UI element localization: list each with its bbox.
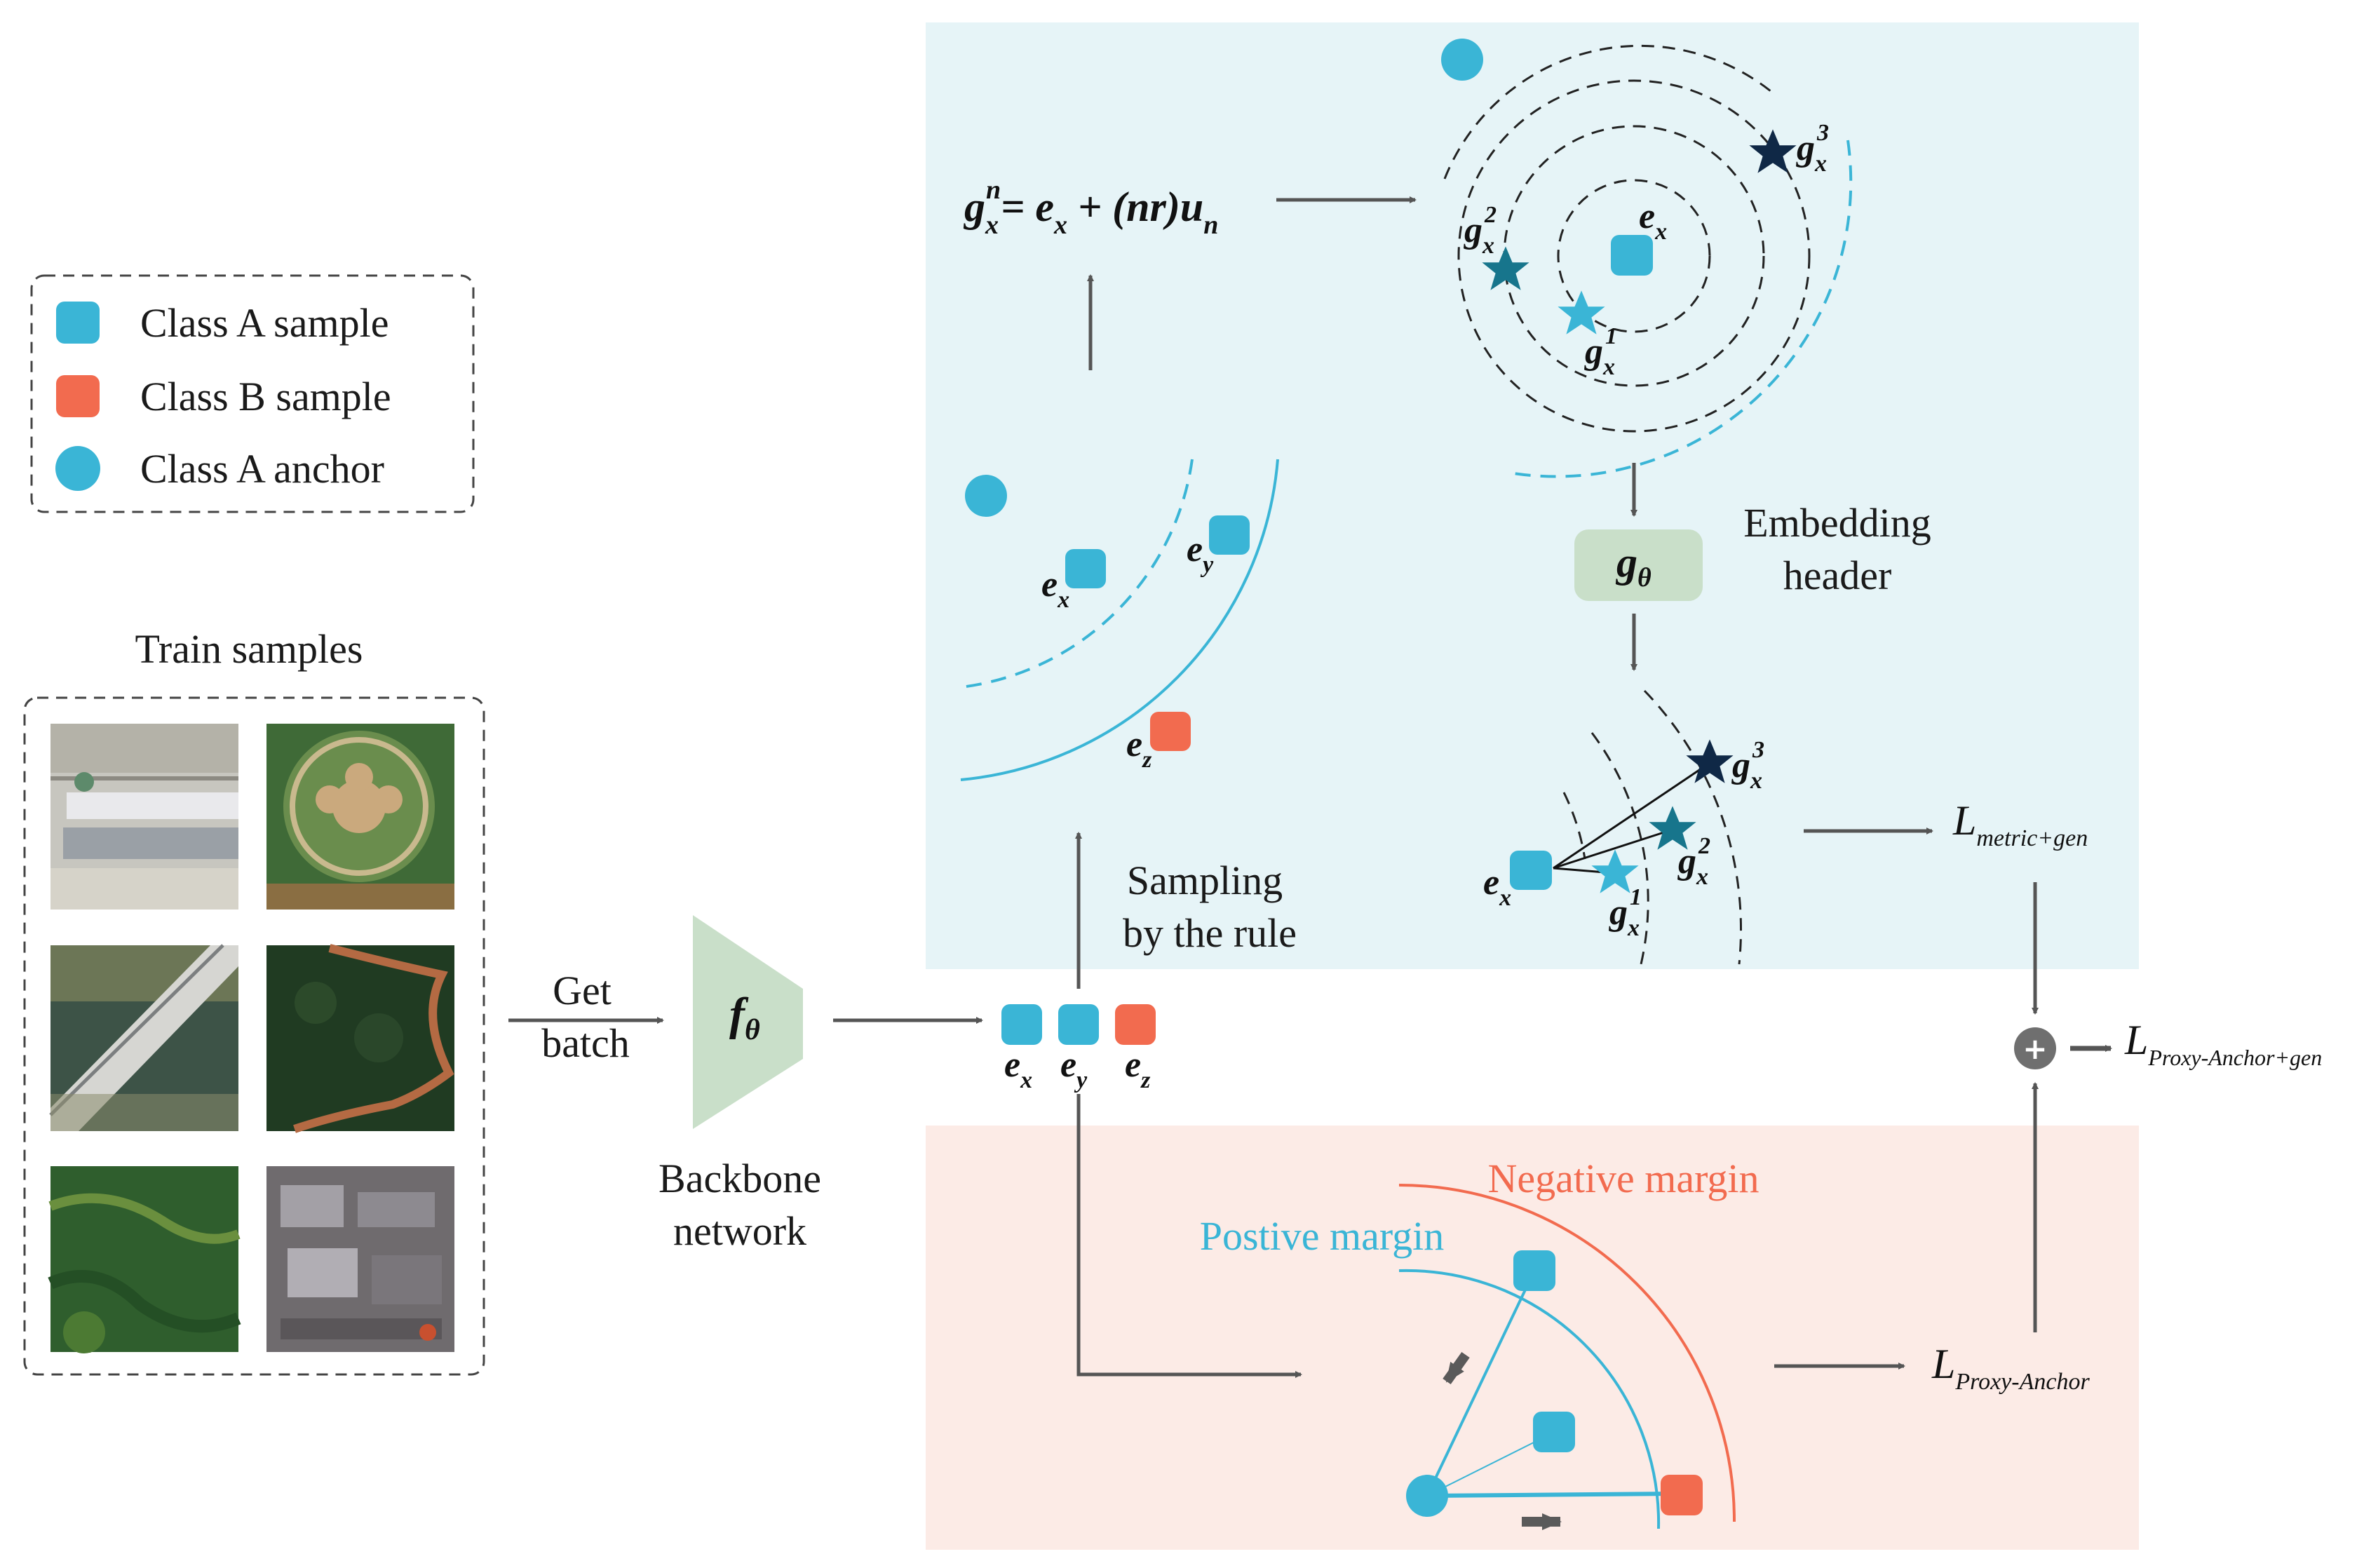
embedding-header-line1: Embedding	[1743, 500, 1931, 546]
generation-rings: ex gx1 gx2 gx3	[1441, 39, 1853, 478]
loss-metric-gen: Lmetric+gen	[1952, 797, 2088, 851]
generation-formula: gxn= ex + (nr)un	[963, 175, 1218, 240]
ring-ex	[1611, 235, 1653, 276]
sample-image-airport	[50, 724, 238, 910]
ring-star-g1	[1558, 290, 1605, 334]
ring-g2-label: gx2	[1464, 202, 1497, 259]
negative-margin-label: Negative margin	[1487, 1156, 1759, 1201]
legend-label-class-b-sample: Class B sample	[140, 374, 391, 419]
proxy-anchor-margins: Negative margin Postive margin	[1200, 1156, 1760, 1530]
sum-symbol: +	[2022, 1032, 2047, 1066]
generated-g1-label: gx1	[1609, 884, 1642, 941]
lower-panel	[926, 1126, 2139, 1550]
ring-g3-label: gx3	[1796, 120, 1829, 177]
negative-margin-arc	[1398, 1184, 1736, 1522]
generated-g2-label: gx2	[1677, 833, 1710, 890]
sample-image-forest-road	[266, 944, 454, 1133]
negative-sample	[1661, 1475, 1703, 1515]
sample-image-park	[266, 724, 454, 910]
generated-ex	[1510, 851, 1552, 890]
backbone-network-shape	[693, 915, 803, 1129]
embedding-header-box	[1574, 529, 1703, 601]
embedding-ey-label: ey	[1060, 1045, 1088, 1093]
embedding-ez	[1115, 1004, 1156, 1045]
sum-node	[2014, 1027, 2056, 1069]
embedding-ex	[1001, 1004, 1042, 1045]
class-a-anchor-swatch	[55, 446, 100, 491]
get-batch-line2: batch	[541, 1020, 630, 1066]
loss-proxy-anchor: LProxy-Anchor	[1931, 1341, 2090, 1395]
upper-panel	[926, 22, 2139, 969]
anchor-top	[1441, 39, 1483, 81]
generated-ex-label: ex	[1483, 863, 1511, 911]
ring-g1-label: gx1	[1584, 323, 1617, 380]
class-b-sample-swatch	[56, 375, 100, 417]
legend: Class A sample Class B sample Class A an…	[30, 274, 475, 513]
get-batch-line1: Get	[553, 968, 612, 1013]
sample-space: ex ey ez	[960, 459, 1279, 781]
sample-ex	[1065, 549, 1106, 588]
embedding-ex-label: ex	[1004, 1045, 1032, 1093]
sample-image-mountain	[48, 1166, 241, 1353]
proxy-anchor	[1406, 1475, 1448, 1517]
embedding-ez-label: ez	[1125, 1045, 1151, 1093]
pull-arrow	[1443, 1351, 1470, 1385]
train-samples-box	[23, 696, 485, 1376]
positive-sample-1	[1513, 1250, 1555, 1291]
sample-ey	[1209, 515, 1250, 555]
ring-star-g3	[1749, 129, 1797, 173]
sample-image-bridge	[49, 944, 238, 1131]
positive-sample-2	[1533, 1412, 1575, 1452]
sample-ex-label: ex	[1041, 565, 1069, 613]
generated-star-g3	[1686, 739, 1734, 783]
generated-star-g1	[1591, 849, 1639, 893]
class-a-sample-swatch	[56, 302, 100, 344]
ring-ex-label: ex	[1639, 196, 1667, 245]
generated-star-g2	[1649, 806, 1696, 850]
sample-ey-label: ey	[1187, 529, 1214, 578]
embedding-ey	[1058, 1004, 1099, 1045]
train-samples-title: Train samples	[135, 626, 363, 672]
negative-boundary	[960, 459, 1279, 781]
legend-label-class-a-anchor: Class A anchor	[140, 446, 384, 492]
sample-ez-label: ez	[1126, 724, 1152, 773]
anchor-left	[965, 475, 1007, 517]
generated-g3-label: gx3	[1731, 737, 1764, 794]
proxy-anchor-path-arrow	[1076, 1094, 1302, 1378]
loss-proxy-anchor-gen: LProxy-Anchor+gen	[2124, 1017, 2322, 1070]
backbone-label-line1: Backbone	[658, 1156, 821, 1201]
positive-margin-arc	[1398, 1269, 1661, 1529]
embedding-header-line2: header	[1783, 553, 1892, 598]
sample-ez	[1150, 712, 1191, 751]
sampling-label-line2: by the rule	[1123, 910, 1297, 956]
legend-label-class-a-sample: Class A sample	[140, 300, 389, 346]
backbone-label-line2: network	[673, 1208, 806, 1254]
legend-box	[30, 274, 475, 513]
ring-star-g2	[1482, 246, 1529, 290]
positive-margin-label: Postive margin	[1200, 1213, 1445, 1259]
sample-image-residential	[266, 1166, 454, 1352]
sampling-label-line1: Sampling	[1127, 858, 1283, 903]
generated-embeddings: ex gx1 gx2 gx3	[1483, 689, 1764, 965]
embedding-header-symbol: gθ	[1615, 539, 1652, 593]
positive-boundary-dashed	[960, 459, 1194, 689]
